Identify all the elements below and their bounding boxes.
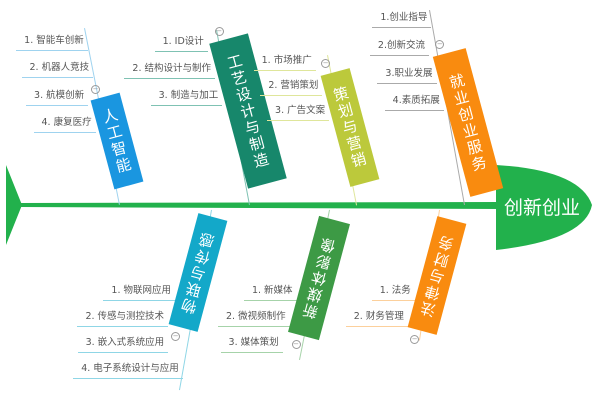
sub-item[interactable]: 1.创业指导 xyxy=(372,12,432,28)
sub-item[interactable]: 2. 营销策划 xyxy=(260,80,323,96)
fish-head xyxy=(496,165,592,250)
sub-item[interactable]: 2.创新交流 xyxy=(369,40,429,56)
spine-line xyxy=(20,202,500,209)
sub-item[interactable]: 4. 电子系统设计与应用 xyxy=(73,363,183,379)
center-topic[interactable]: 创新创业 xyxy=(504,197,581,219)
sub-item[interactable]: 4.素质拓展 xyxy=(384,95,444,111)
collapse-toggle-icon[interactable]: − xyxy=(410,334,420,344)
sub-item[interactable]: 3. 制造与加工 xyxy=(150,90,223,106)
collapse-toggle-icon[interactable]: − xyxy=(214,26,224,36)
sub-item[interactable]: 1. 市场推广 xyxy=(253,55,316,71)
sub-item[interactable]: 3. 航模创新 xyxy=(26,90,89,106)
collapse-toggle-icon[interactable]: − xyxy=(291,339,301,349)
sub-item[interactable]: 1. 智能车创新 xyxy=(16,35,88,51)
sub-item[interactable]: 2. 传感与测控技术 xyxy=(77,311,169,327)
sub-item[interactable]: 1. 新媒体 xyxy=(243,285,297,301)
collapse-toggle-icon[interactable]: − xyxy=(91,84,101,94)
sub-item[interactable]: 2. 结构设计与制作 xyxy=(124,63,215,79)
sub-item[interactable]: 1. 物联网应用 xyxy=(103,285,175,301)
sub-item[interactable]: 3. 嵌入式系统应用 xyxy=(77,337,169,353)
fish-tail xyxy=(6,165,22,245)
sub-item[interactable]: 2. 财务管理 xyxy=(345,311,408,327)
sub-item[interactable]: 2. 微视频制作 xyxy=(218,311,290,327)
sub-item[interactable]: 3. 媒体策划 xyxy=(220,337,283,353)
sub-item[interactable]: 1. ID设计 xyxy=(154,36,208,52)
sub-item[interactable]: 3.职业发展 xyxy=(377,68,437,84)
sub-item[interactable]: 2. 机器人竞技 xyxy=(21,62,94,78)
collapse-toggle-icon[interactable]: − xyxy=(171,331,181,341)
sub-item[interactable]: 4. 康复医疗 xyxy=(33,117,96,133)
sub-item[interactable]: 1. 法务 xyxy=(371,285,415,301)
collapse-toggle-icon[interactable]: − xyxy=(321,59,331,69)
sub-item[interactable]: 3. 广告文案 xyxy=(267,105,330,121)
collapse-toggle-icon[interactable]: − xyxy=(435,39,445,49)
